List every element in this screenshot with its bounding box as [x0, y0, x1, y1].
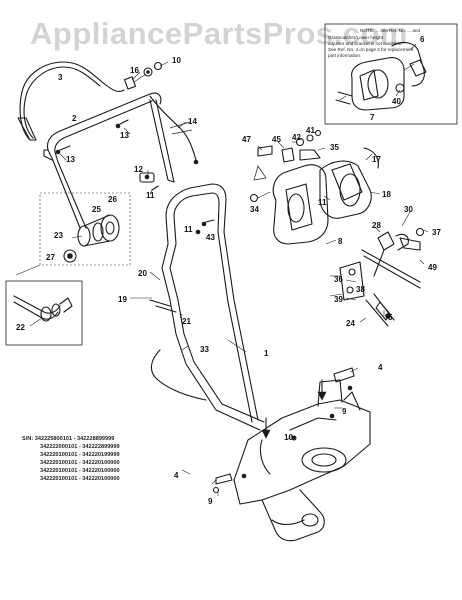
detail-box-23-27: [15, 192, 131, 276]
leader-lines: [59, 43, 429, 496]
callout-41: 41: [306, 126, 315, 135]
callout-10b: 10: [284, 433, 293, 442]
callout-14: 14: [188, 117, 197, 126]
callout-28: 28: [372, 221, 381, 230]
callout-9b: 9: [208, 497, 213, 506]
serial-line-6: 342220100101 - 342220100000: [40, 476, 120, 482]
callout-36: 36: [334, 275, 343, 284]
callout-4a: 4: [378, 363, 383, 372]
serial-line-5: 342220100101 - 342220100000: [40, 468, 120, 474]
callout-11b: 11: [184, 225, 193, 234]
top-hardware: [55, 61, 163, 191]
callout-4b: 4: [174, 471, 179, 480]
callout-26: 26: [108, 195, 117, 204]
callout-40: 40: [392, 97, 401, 106]
inset-note-line-1: NOTE: ... see Ref. No. ... and: [360, 28, 420, 33]
watermark: AppliancePartsPros.com: [30, 16, 408, 51]
callout-labels: 1 2 3 4 4 5 6 7 8 9 9 10 10 11 11 11 12 …: [16, 35, 441, 506]
inset-note-line-4: See Ref. No. 4 on page 2 for replacement: [328, 47, 414, 52]
throttle-cable: [149, 95, 199, 165]
callout-21: 21: [182, 317, 191, 326]
deck-bracket: [211, 367, 371, 542]
serial-line-1: S/N: 342225800101 - 342228899999: [22, 436, 114, 442]
serial-number-block: S/N: 342225800101 - 342228899999 3422220…: [22, 436, 120, 482]
callout-47: 47: [242, 135, 251, 144]
callout-8: 8: [338, 237, 343, 246]
callout-35: 35: [330, 143, 339, 152]
callout-3: 3: [58, 73, 63, 82]
callout-22: 22: [16, 323, 25, 332]
callout-11c: 11: [318, 198, 327, 207]
serial-line-2: 342222000101 - 342222899999: [40, 444, 120, 450]
serial-line-4: 342220100101 - 342220100000: [40, 460, 120, 466]
callout-49: 49: [428, 263, 437, 272]
callout-25: 25: [92, 205, 101, 214]
callout-6: 6: [420, 35, 425, 44]
inset-note-line-3: adjustor and bracket is not available.: [328, 41, 403, 46]
callout-13b: 13: [120, 131, 129, 140]
callout-17: 17: [372, 155, 381, 164]
serial-line-3: 342220100101 - 342220199999: [40, 452, 120, 458]
callout-11a: 11: [146, 191, 155, 200]
callout-34: 34: [250, 205, 259, 214]
callout-1: 1: [264, 349, 269, 358]
callout-19: 19: [118, 295, 127, 304]
callout-37: 37: [432, 228, 441, 237]
callout-9a: 9: [342, 407, 347, 416]
inset-note-line-5: part information.: [328, 53, 361, 58]
callout-43: 43: [206, 233, 215, 242]
callout-13a: 13: [66, 155, 75, 164]
inset-detail: NOTE: ... see Ref. No. ... and Grasscatc…: [324, 23, 458, 125]
detail-box-22: [5, 280, 83, 346]
callout-5: 5: [388, 313, 393, 322]
callout-20: 20: [138, 269, 147, 278]
upper-handle: [43, 92, 175, 229]
callout-23: 23: [54, 231, 63, 240]
callout-12: 12: [134, 165, 143, 174]
direction-arrows: [261, 379, 327, 439]
callout-18: 18: [382, 190, 391, 199]
callout-39: 39: [334, 295, 343, 304]
callout-27: 27: [46, 253, 55, 262]
lower-handle: [149, 183, 265, 431]
engine-control-assembly: [195, 129, 379, 245]
inset-note-line-2: Grasscatcher/Lower height: [328, 35, 384, 40]
callout-38: 38: [356, 285, 365, 294]
callout-33: 33: [200, 345, 209, 354]
callout-7: 7: [370, 113, 375, 122]
control-cable: [17, 61, 125, 141]
callout-30: 30: [404, 205, 413, 214]
callout-10a: 10: [172, 56, 181, 65]
height-adjuster-assembly: [329, 227, 425, 327]
callout-24: 24: [346, 319, 355, 328]
callout-2: 2: [72, 114, 77, 123]
callout-45: 45: [272, 135, 281, 144]
callout-16: 16: [130, 66, 139, 75]
callout-42: 42: [292, 133, 301, 142]
